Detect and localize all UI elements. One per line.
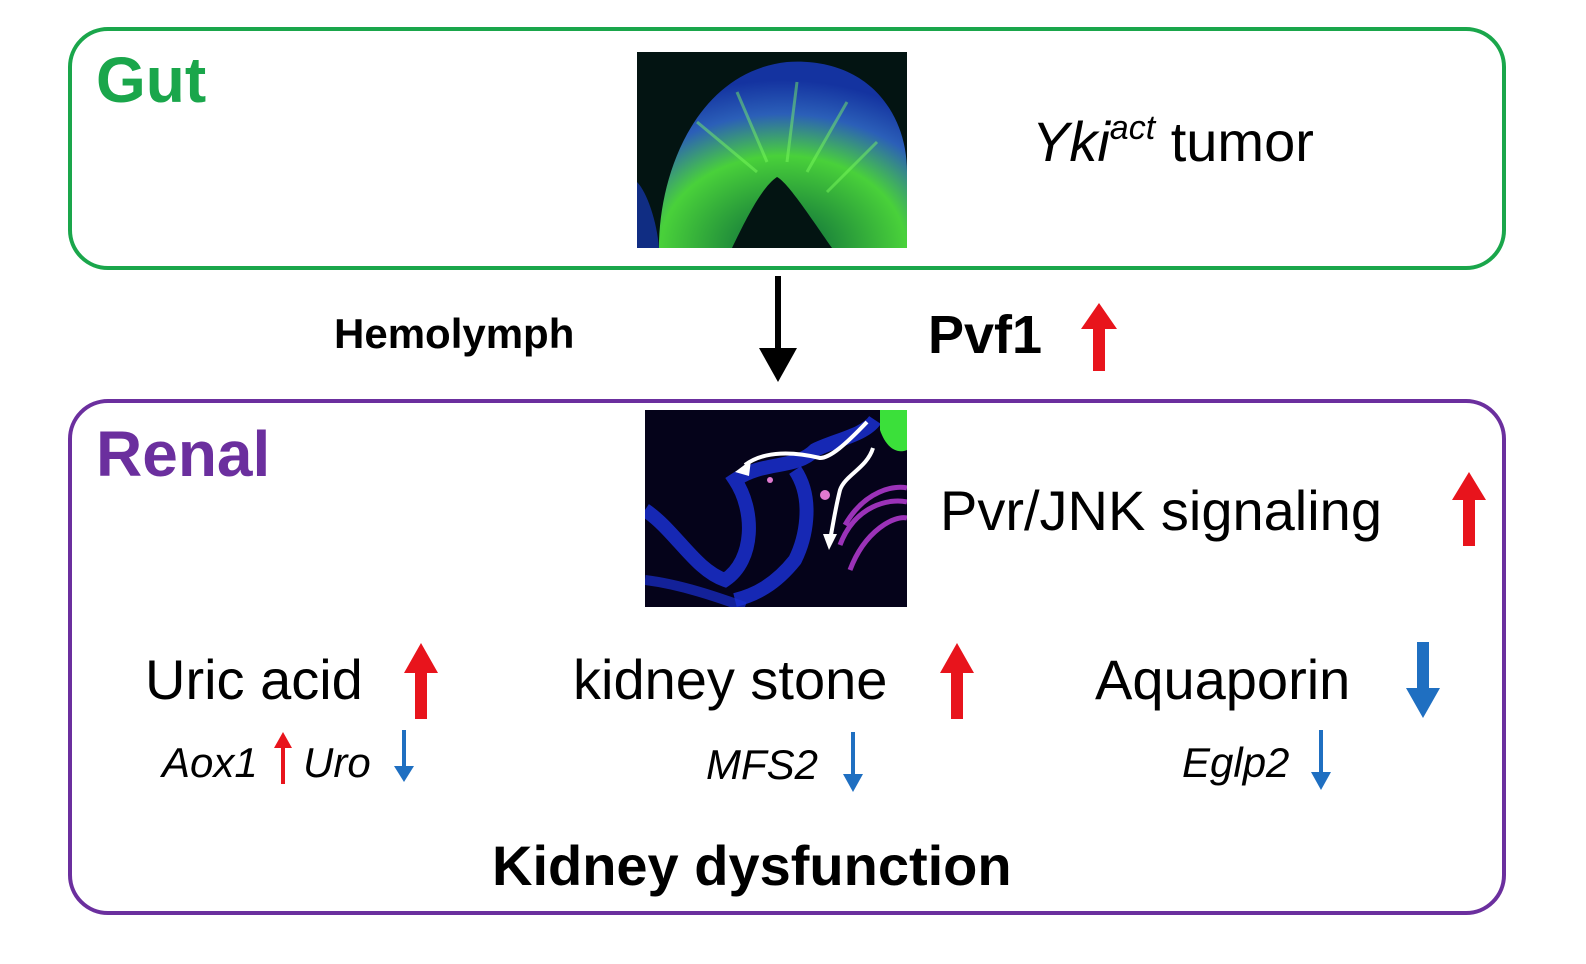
tumor-gene-superscript: act bbox=[1109, 109, 1156, 147]
kidney-stone-label: kidney stone bbox=[573, 648, 888, 711]
tumor-gene: Yki bbox=[1032, 110, 1110, 173]
gene-uro: Uro bbox=[303, 739, 371, 786]
renal-title: Renal bbox=[96, 418, 271, 490]
aox1-up-arrow-icon bbox=[274, 732, 292, 784]
mfs2-down-arrow-icon bbox=[843, 732, 863, 792]
conclusion-label: Kidney dysfunction bbox=[492, 834, 1012, 897]
uric-acid-label: Uric acid bbox=[145, 648, 363, 711]
pvf1-label: Pvf1 bbox=[928, 305, 1043, 365]
eglp2-down-arrow-icon bbox=[1311, 730, 1331, 790]
tumor-word: tumor bbox=[1155, 110, 1314, 173]
gene-eglp2: Eglp2 bbox=[1182, 739, 1290, 786]
tumor-label: Ykiact tumor bbox=[1032, 111, 1314, 170]
renal-tubule-micrograph bbox=[645, 410, 907, 607]
gut-tumor-micrograph bbox=[637, 52, 907, 248]
flow-arrow-down-icon bbox=[757, 276, 799, 384]
signaling-label: Pvr/JNK signaling bbox=[940, 479, 1382, 542]
uric-acid-up-arrow-icon bbox=[404, 643, 438, 719]
gut-title: Gut bbox=[96, 44, 207, 116]
uro-down-arrow-icon bbox=[394, 730, 414, 782]
kidney-stone-up-arrow-icon bbox=[940, 643, 974, 719]
renal-panel bbox=[68, 399, 1506, 915]
aquaporin-down-arrow-icon bbox=[1406, 642, 1440, 718]
gene-aox1: Aox1 bbox=[162, 739, 258, 786]
hemolymph-label: Hemolymph bbox=[334, 310, 575, 357]
pvf1-up-arrow-icon bbox=[1081, 303, 1117, 371]
aquaporin-label: Aquaporin bbox=[1095, 648, 1351, 711]
signaling-up-arrow-icon bbox=[1452, 472, 1486, 546]
gene-mfs2: MFS2 bbox=[706, 741, 819, 788]
gut-panel bbox=[68, 27, 1506, 270]
